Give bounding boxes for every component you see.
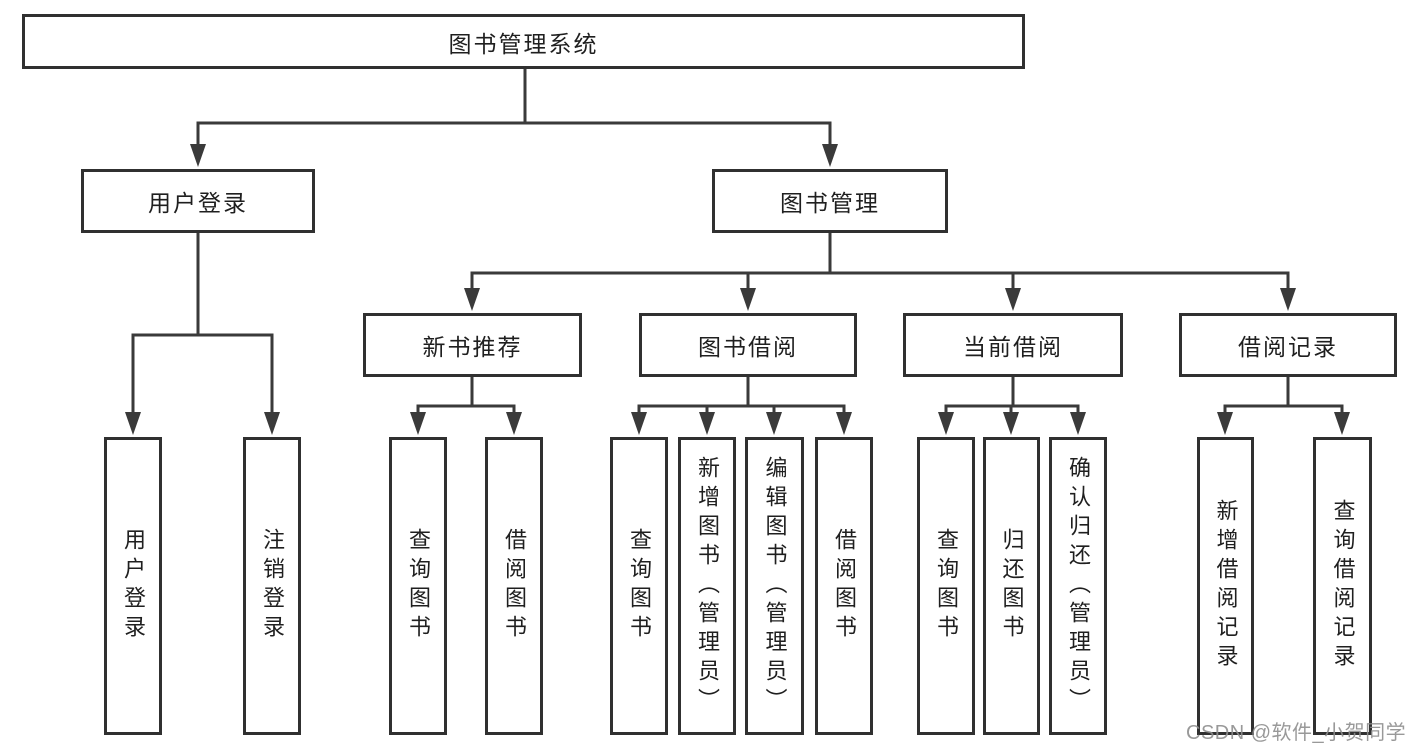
- node-new-book-recommend: 新书推荐: [363, 313, 582, 377]
- node-library-management-system: 图书管理系统: [22, 14, 1025, 69]
- leaf-borrow-books-1: 借阅图书: [485, 437, 543, 735]
- leaf-add-borrow-record: 新增借阅记录: [1197, 437, 1254, 735]
- node-borrowing-records: 借阅记录: [1179, 313, 1397, 377]
- leaf-borrow-books-2: 借阅图书: [815, 437, 873, 735]
- node-user-login: 用户登录: [81, 169, 315, 233]
- watermark: CSDN @软件_小贺同学: [1186, 722, 1405, 744]
- leaf-query-books-1: 查询图书: [389, 437, 447, 735]
- node-current-borrowing: 当前借阅: [903, 313, 1123, 377]
- leaf-query-books-3: 查询图书: [917, 437, 975, 735]
- leaf-user-login: 用户登录: [104, 437, 162, 735]
- leaf-edit-book-admin: 编辑图书（管理员）: [745, 437, 804, 735]
- leaf-confirm-return-admin: 确认归还（管理员）: [1049, 437, 1107, 735]
- leaf-return-book: 归还图书: [983, 437, 1040, 735]
- node-book-management: 图书管理: [712, 169, 948, 233]
- leaf-logout: 注销登录: [243, 437, 301, 735]
- leaf-add-book-admin: 新增图书（管理员）: [678, 437, 736, 735]
- node-book-borrowing: 图书借阅: [639, 313, 857, 377]
- leaf-query-books-2: 查询图书: [610, 437, 668, 735]
- leaf-query-borrow-record: 查询借阅记录: [1313, 437, 1372, 735]
